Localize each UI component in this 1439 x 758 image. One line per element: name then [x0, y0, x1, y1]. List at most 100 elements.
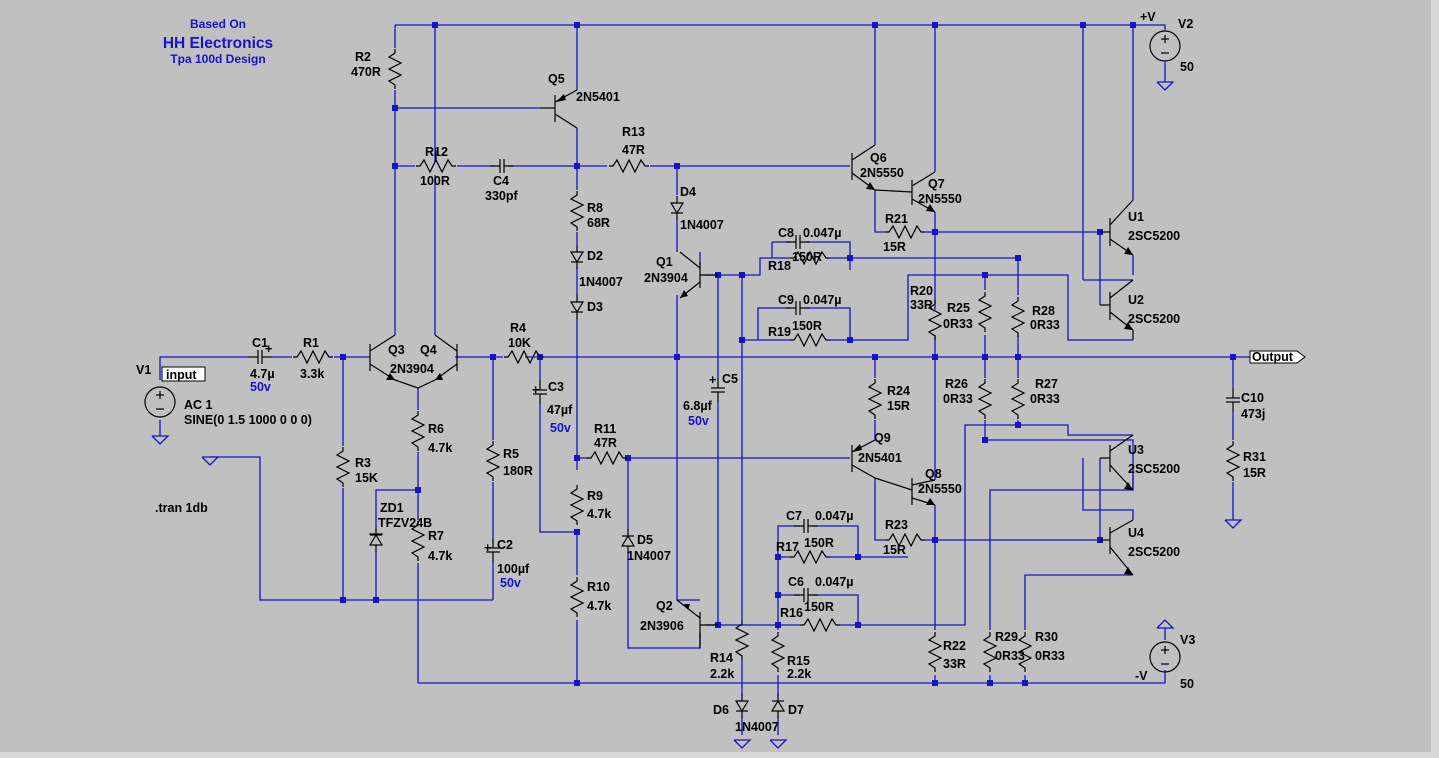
svg-text:Q4: Q4: [420, 343, 437, 357]
svg-text:U4: U4: [1128, 526, 1144, 540]
source-v3[interactable]: V3 50: [1149, 633, 1195, 691]
transistor-q6[interactable]: Q6 2N5550: [851, 144, 904, 191]
svg-text:150R: 150R: [804, 600, 834, 614]
resistor-r1[interactable]: R13.3k: [292, 336, 334, 381]
svg-text:R21: R21: [885, 212, 908, 226]
transistor-q2[interactable]: Q2 2N3906: [640, 599, 718, 648]
svg-text:Q2: Q2: [656, 599, 673, 613]
transistor-q5[interactable]: Q5 2N5401: [540, 72, 620, 129]
svg-text:0R33: 0R33: [1030, 318, 1060, 332]
transistor-u2[interactable]: U2 2SC5200: [1100, 279, 1180, 340]
svg-text:R31: R31: [1243, 450, 1266, 464]
svg-text:47R: 47R: [594, 436, 617, 450]
svg-text:D3: D3: [587, 300, 603, 314]
svg-text:0.047µ: 0.047µ: [815, 575, 853, 589]
transistor-q1[interactable]: Q1 2N3904: [644, 251, 718, 299]
port-input[interactable]: input: [161, 366, 206, 382]
resistor-r7[interactable]: R74.7k: [411, 520, 452, 563]
svg-text:50: 50: [1180, 677, 1194, 691]
capacitor-c6[interactable]: C6 0.047µ: [788, 575, 853, 603]
svg-text:U1: U1: [1128, 210, 1144, 224]
svg-text:C6: C6: [788, 575, 804, 589]
svg-text:1N4007: 1N4007: [579, 275, 623, 289]
svg-text:2N5550: 2N5550: [860, 166, 904, 180]
diode-d7[interactable]: D7: [771, 693, 804, 719]
resistor-r6[interactable]: R64.7k: [411, 410, 452, 455]
svg-text:C10: C10: [1241, 391, 1264, 405]
transistor-q7[interactable]: Q7 2N5550: [874, 171, 962, 213]
transistor-q3[interactable]: Q3 2N3904: [369, 334, 434, 389]
port-output[interactable]: Output: [1249, 350, 1306, 364]
transistor-q9[interactable]: Q9 2N5401: [851, 431, 902, 479]
svg-text:150R: 150R: [792, 250, 822, 264]
source-v1[interactable]: V1 AC 1 SINE(0 1.5 1000 0 0 0): [136, 363, 312, 427]
transistor-u3[interactable]: U3 2SC5200: [1100, 434, 1180, 491]
svg-text:0R33: 0R33: [995, 649, 1025, 663]
svg-text:C4: C4: [493, 174, 509, 188]
resistor-r23[interactable]: R23 15R: [883, 518, 926, 557]
transistor-q4[interactable]: Q4: [417, 334, 458, 389]
svg-text:2N3904: 2N3904: [644, 271, 688, 285]
svg-text:2.2k: 2.2k: [787, 667, 811, 681]
transistor-q8[interactable]: Q8 2N5550: [874, 467, 962, 506]
diode-d3[interactable]: D3: [570, 294, 603, 320]
transistor-u4[interactable]: U4 2SC5200: [1100, 519, 1180, 576]
svg-text:D6: D6: [713, 703, 729, 717]
svg-text:15R: 15R: [883, 543, 906, 557]
svg-text:R11: R11: [594, 422, 616, 436]
svg-text:R9: R9: [587, 489, 603, 503]
svg-text:15R: 15R: [1243, 466, 1266, 480]
transistor-u1[interactable]: U1 2SC5200: [1100, 199, 1180, 256]
resistor-r9[interactable]: R94.7k: [570, 484, 611, 526]
title-design: Tpa 100d Design: [170, 52, 265, 66]
svg-text:330pf: 330pf: [485, 189, 518, 203]
svg-text:R23: R23: [885, 518, 908, 532]
svg-text:R26: R26: [945, 377, 968, 391]
svg-text:2N5550: 2N5550: [918, 482, 962, 496]
svg-text:100µf: 100µf: [497, 562, 530, 576]
svg-text:R25: R25: [947, 301, 970, 315]
source-v2[interactable]: V2 50: [1149, 17, 1194, 74]
